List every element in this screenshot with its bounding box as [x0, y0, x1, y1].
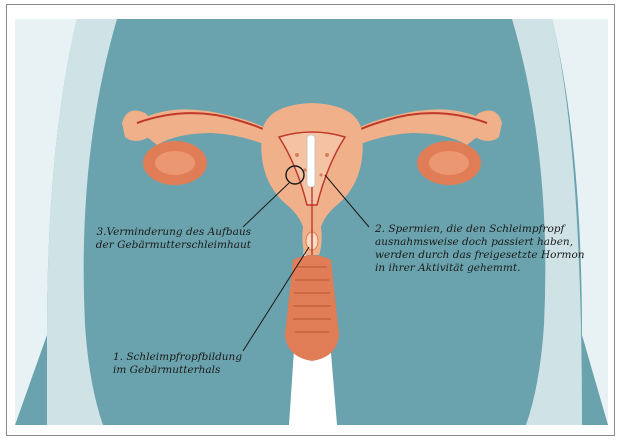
uterus-illustration: [7, 5, 615, 436]
annotation-1: 1. Schleimpfropfbildung im Gebärmutterha…: [113, 351, 263, 377]
diagram-frame: 3.Verminderung des Aufbaus der Gebärmutt…: [6, 4, 615, 436]
vagina: [285, 255, 339, 361]
annotation-2: 2. Spermien, die den Schleimpfropf ausna…: [375, 223, 585, 275]
iud-device: [307, 135, 315, 187]
annotation-3: 3.Verminderung des Aufbaus der Gebärmutt…: [91, 226, 251, 252]
